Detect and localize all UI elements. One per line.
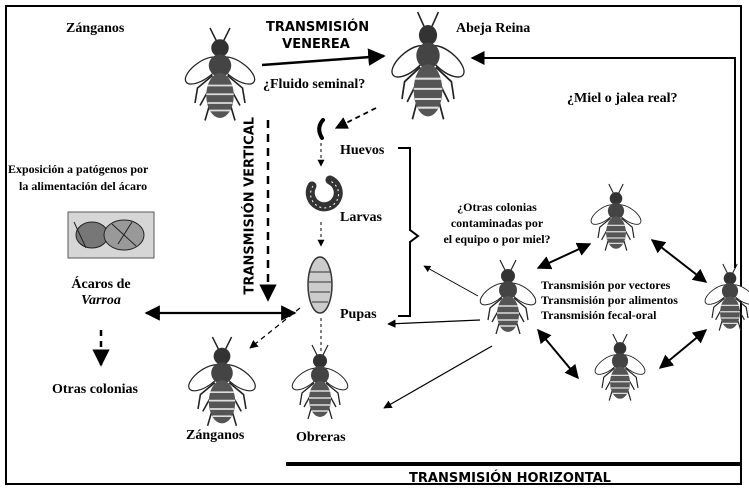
- larva-icon: [310, 180, 338, 208]
- varroa-mite-icon: [68, 212, 154, 258]
- worker-bee-icon-right: [702, 264, 749, 331]
- venereal-transmission-label-1: TRANSMISIÓN: [266, 19, 366, 36]
- drone-bee-icon-bottom: [185, 337, 260, 426]
- workers-label: Obreras: [296, 429, 346, 446]
- mites-label-1: Ácaros de: [51, 276, 151, 293]
- worker-bee-icon-bottom: [289, 345, 351, 419]
- queen-label: Abeja Reina: [456, 20, 530, 37]
- contaminated-label-3: el equipo o por miel?: [422, 232, 572, 246]
- horizontal-transmission-label: TRANSMISIÓN HORIZONTAL: [380, 470, 640, 487]
- venereal-transmission-label-2: VENEREA: [266, 36, 366, 53]
- drones-top-label: Zánganos: [66, 20, 124, 37]
- egg-icon: [319, 120, 323, 138]
- pupae-label: Pupas: [340, 306, 377, 323]
- worker-bee-icon-center: [477, 260, 539, 334]
- seminal-fluid-label: ¿Fluido seminal?: [263, 76, 365, 93]
- drones-bottom-label: Zánganos: [186, 427, 244, 444]
- exposure-label-1: Exposición a patógenos por: [8, 162, 148, 176]
- mites-label-2: Varroa: [51, 292, 151, 309]
- pupa-icon: [308, 257, 332, 313]
- exposure-label-2: la alimentación del ácaro: [19, 179, 147, 193]
- drone-bee-icon-top: [181, 28, 259, 121]
- vertical-transmission-label: TRANSMISIÓN VERTICAL: [243, 125, 258, 295]
- other-colonies-label: Otras colonias: [52, 381, 138, 398]
- vectors-label: Transmisión por vectores: [541, 278, 670, 292]
- larvae-label: Larvas: [340, 209, 382, 226]
- worker-bee-icon-top-right: [588, 184, 644, 251]
- eggs-label: Huevos: [340, 142, 384, 159]
- contaminated-label-1: ¿Otras colonias: [422, 200, 572, 214]
- worker-bee-icon-bottom-right: [592, 334, 648, 401]
- contaminated-label-2: contaminadas por: [422, 216, 572, 230]
- honey-royal-jelly-label: ¿Miel o jalea real?: [567, 90, 678, 107]
- fecal-oral-label: Transmisión fecal-oral: [541, 308, 656, 322]
- food-label: Transmisión por alimentos: [541, 293, 678, 307]
